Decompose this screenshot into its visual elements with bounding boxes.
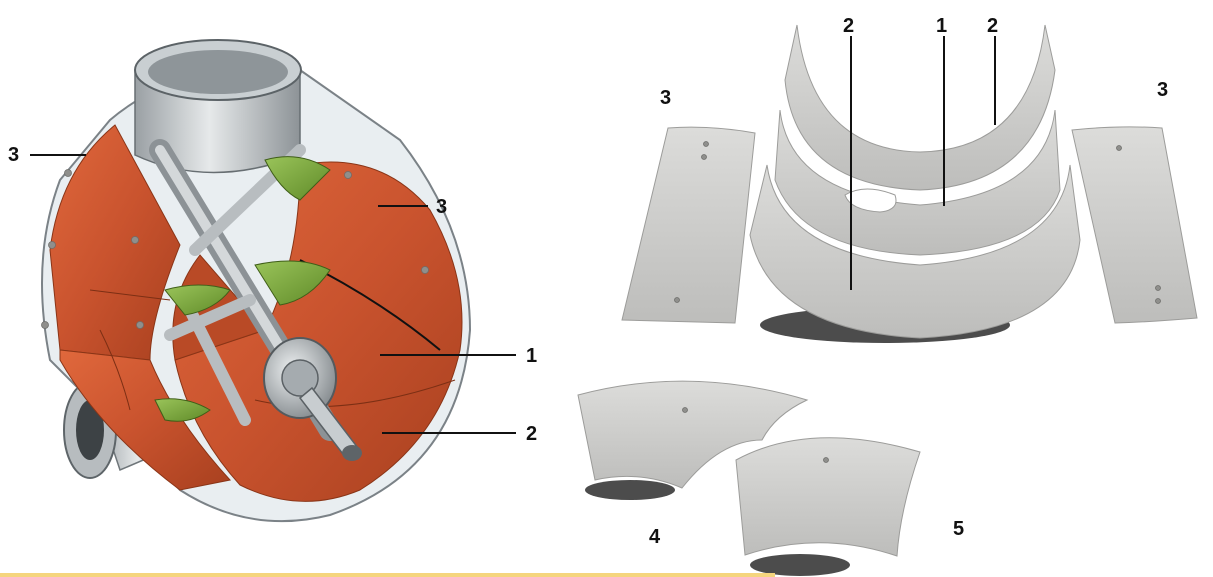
label-cutaway-1: 1 (526, 345, 537, 367)
label-part-2-right: 2 (987, 15, 998, 37)
label-cutaway-3-right: 3 (436, 196, 447, 218)
label-part-3-right: 3 (1157, 79, 1168, 101)
label-part-2-left: 2 (843, 15, 854, 37)
liner-arc-top (785, 25, 1055, 190)
liner-flat-right (1072, 127, 1197, 323)
label-part-5: 5 (953, 518, 964, 540)
label-cutaway-2: 2 (526, 423, 537, 445)
label-cutaway-3-left: 3 (8, 144, 19, 166)
liner-parts: 2 1 2 3 3 4 5 (578, 15, 1197, 576)
label-part-1: 1 (936, 15, 947, 37)
mixer-cutaway: 3 3 1 2 (8, 40, 537, 521)
liner-flat-left (622, 127, 755, 323)
label-part-4: 4 (649, 526, 661, 548)
liner-segment-5 (736, 438, 920, 556)
label-part-3-left: 3 (660, 87, 671, 109)
